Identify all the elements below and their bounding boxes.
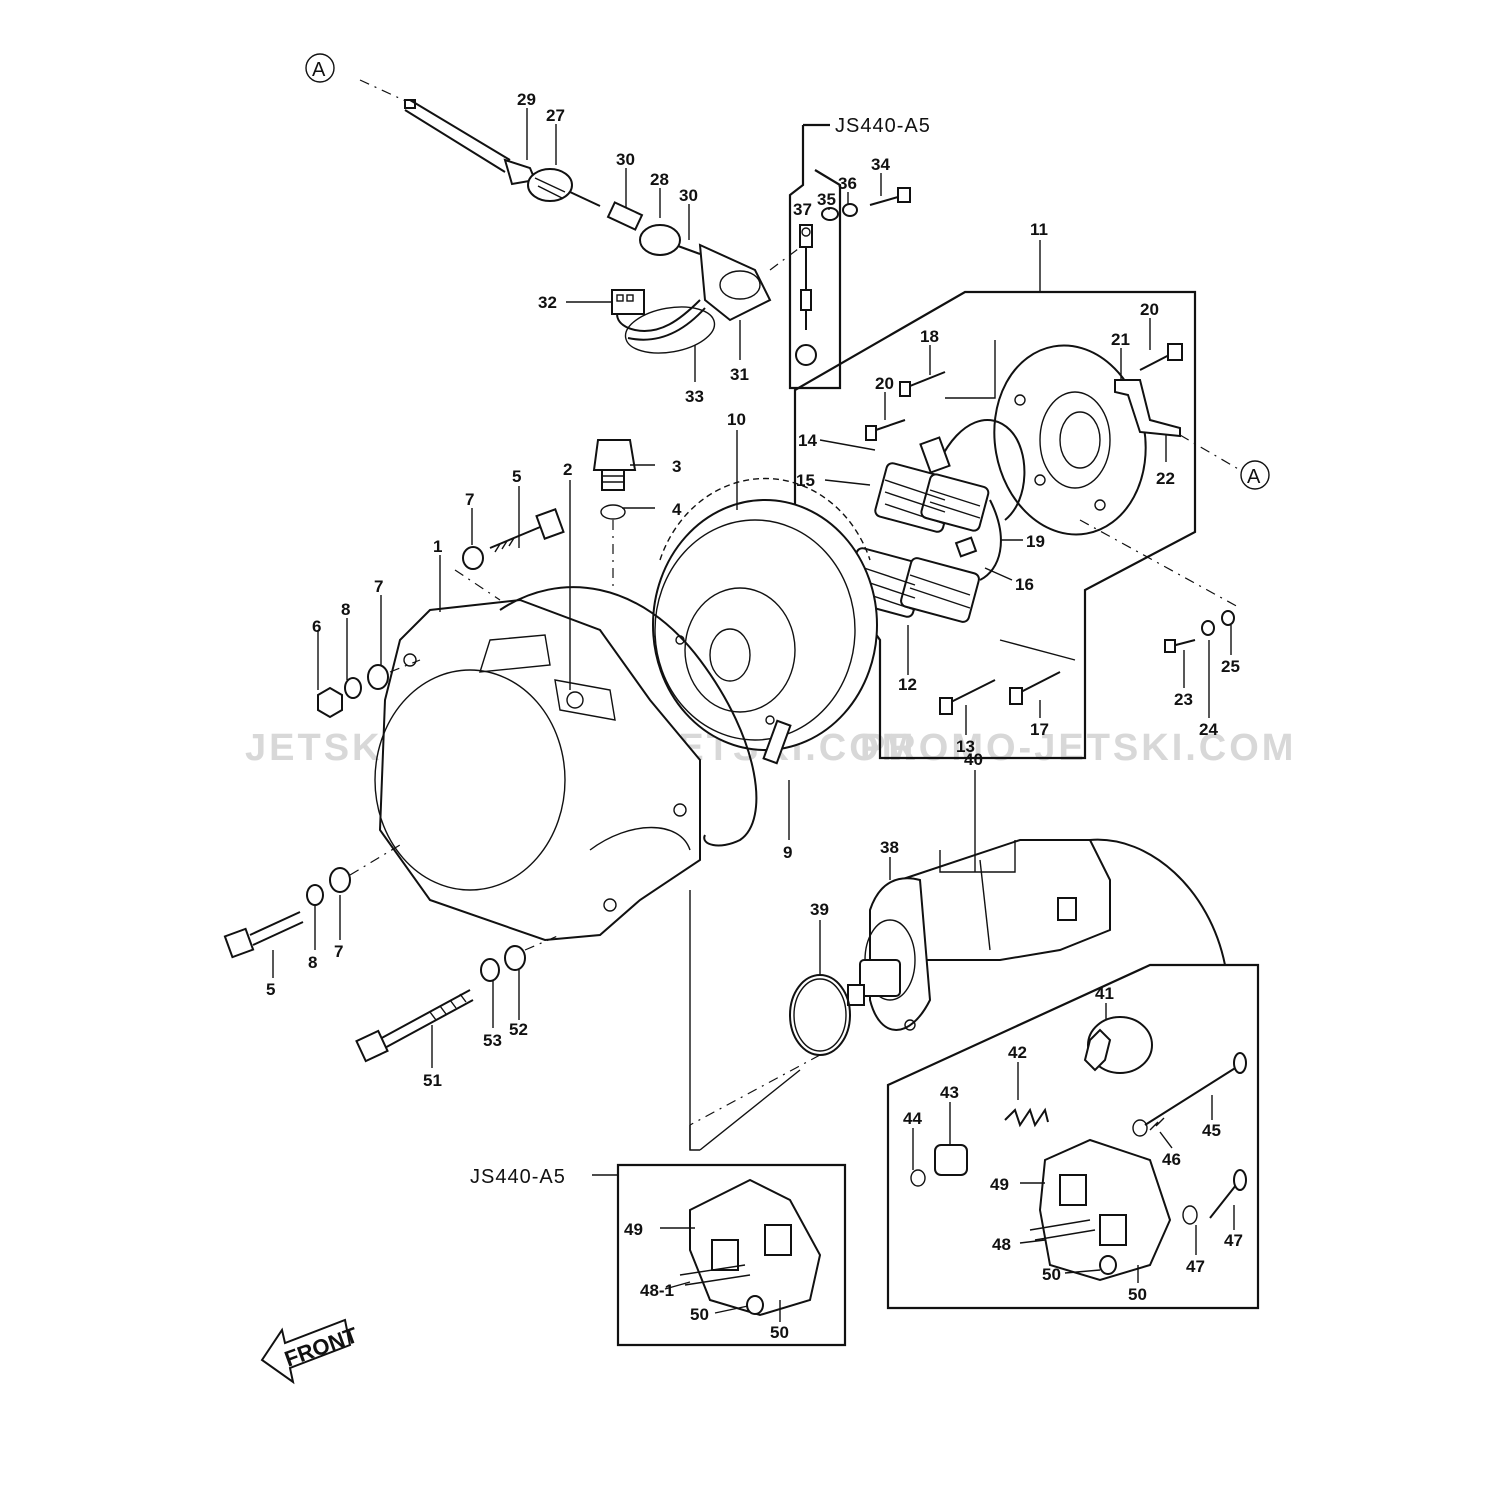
front-direction-arrow: FRONT [260, 1318, 361, 1385]
part-label-31: 33 [685, 387, 704, 406]
variant-label-top: JS440-A5 [835, 115, 931, 137]
ref-mark-top: A [312, 59, 326, 81]
part-label-45: 47 [1224, 1231, 1243, 1250]
part-label-47a: 48 [992, 1235, 1011, 1254]
part-label-20a: 20 [1140, 300, 1159, 319]
part-label-12: 12 [898, 675, 917, 694]
part-label-5a: 5 [512, 467, 521, 486]
leader-lines [272, 108, 1235, 1322]
reference-marks: A A [305, 53, 1270, 490]
part-label-6: 6 [312, 617, 321, 636]
part-label-25: 25 [1221, 657, 1240, 676]
part-label-46: 47 [1186, 1257, 1205, 1276]
starter-parts-box [886, 963, 1260, 1310]
generator-cover [374, 586, 792, 942]
starter-motor [689, 820, 1226, 1126]
part-label-48: 49 [990, 1175, 1009, 1194]
part-label-13: 13 [956, 737, 975, 756]
part-label-1: 1 [433, 537, 442, 556]
part-label-38: 40 [964, 750, 983, 769]
part-label-7b: 7 [374, 577, 383, 596]
part-label-9: 9 [783, 843, 792, 862]
part-label-39: 41 [1095, 984, 1114, 1003]
terminal-variant-panel [788, 123, 911, 390]
part-label-3: 3 [672, 457, 681, 476]
part-label-16: 16 [1015, 575, 1034, 594]
part-label-40: 42 [1008, 1043, 1027, 1062]
part-label-32: 34 [871, 155, 890, 174]
part-label-14: 14 [798, 431, 817, 450]
part-label-26a: 27 [546, 106, 565, 125]
part-label-44: 46 [1162, 1150, 1181, 1169]
part-label-4: 4 [672, 500, 682, 519]
part-label-50a: 50 [1042, 1265, 1061, 1284]
part-label-22: 22 [1156, 469, 1175, 488]
part-label-47b: 48-1 [640, 1281, 674, 1300]
part-labels: 29 27 30 28 30 32 31 33 34 36 35 37 11 2… [266, 90, 1243, 1342]
part-label-27a: 29 [517, 90, 536, 109]
part-label-10: 10 [727, 410, 746, 429]
part-label-24: 24 [1199, 720, 1218, 739]
flywheel [652, 477, 878, 751]
part-label-5b: 5 [266, 980, 275, 999]
part-label-53: 53 [483, 1031, 502, 1050]
part-label-34: 36 [838, 174, 857, 193]
part-label-43: 45 [1202, 1121, 1221, 1140]
ref-mark-right: A [1247, 466, 1261, 488]
cover-fasteners [223, 508, 565, 1063]
part-label-15: 15 [796, 471, 815, 490]
part-label-27b: 30 [679, 186, 698, 205]
part-label-42: 44 [903, 1109, 922, 1128]
part-label-28: 30 [616, 150, 635, 169]
watermark-3: PROMO-JETSKI.COM [860, 727, 1296, 769]
part-label-17: 17 [1030, 720, 1049, 739]
part-label-2: 2 [563, 460, 572, 479]
part-label-18: 18 [920, 327, 939, 346]
part-label-11: 11 [1030, 220, 1048, 239]
part-label-41: 43 [940, 1083, 959, 1102]
part-label-19: 19 [1026, 532, 1045, 551]
part-label-50b: 50 [690, 1305, 709, 1324]
part-label-8b: 8 [308, 953, 317, 972]
part-label-35: 37 [793, 200, 812, 219]
part-label-37: 39 [810, 900, 829, 919]
part-label-30: 32 [538, 293, 557, 312]
sensor-cable-assembly [359, 79, 811, 354]
part-label-33: 35 [817, 190, 836, 209]
variant-label-bottom: JS440-A5 [470, 1166, 566, 1188]
part-label-7c: 7 [334, 942, 343, 961]
part-label-7a: 7 [465, 490, 474, 509]
part-label-36: 38 [880, 838, 899, 857]
stator-assembly-box [793, 270, 1241, 760]
part-label-21: 21 [1111, 330, 1130, 349]
part-label-48-1: 49 [624, 1220, 643, 1239]
part-label-49a: 50 [1128, 1285, 1147, 1304]
part-label-20b: 20 [875, 374, 894, 393]
drain-plug [592, 439, 637, 590]
part-label-49b: 50 [770, 1323, 789, 1342]
part-label-29: 31 [730, 365, 749, 384]
part-label-51: 51 [423, 1071, 442, 1090]
part-label-52: 52 [509, 1020, 528, 1039]
part-label-26b: 28 [650, 170, 669, 189]
part-label-8a: 8 [341, 600, 350, 619]
part-label-23: 23 [1174, 690, 1193, 709]
variant-brush-box [592, 1069, 847, 1347]
